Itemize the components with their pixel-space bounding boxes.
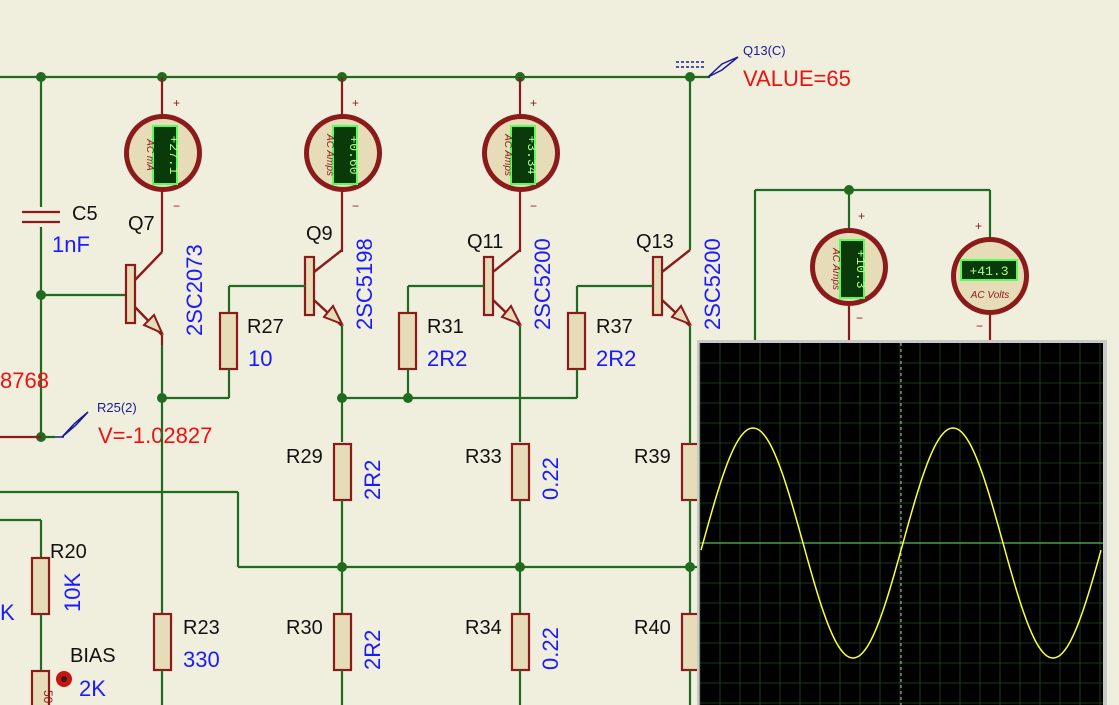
resistor-r29[interactable]: R29 2R2 [286,442,385,614]
q11-name: Q11 [467,231,503,253]
bias-knob-label: 50 [41,690,55,704]
c5-name: C5 [72,203,98,225]
partial-k-label: K [0,600,15,625]
q7-name: Q7 [128,213,155,235]
transistor-q7[interactable]: Q7 2SC2073 [124,213,207,345]
r27-name: R27 [247,316,284,338]
r20-value: 10K [60,573,85,612]
r30-value: 2R2 [360,630,385,670]
svg-text:−: − [530,199,537,213]
r27-value: 10 [248,346,272,371]
meter-q7-reading: +27.1 [166,135,181,174]
r34-name: R34 [465,617,502,639]
r39-name: R39 [634,446,671,468]
meter-q7-unit: AC mA [144,138,155,171]
svg-text:+: + [975,219,982,233]
svg-text:+: + [530,96,537,110]
r37-value: 2R2 [596,346,636,371]
probe-q13c-name: Q13(C) [743,43,786,58]
transistor-q9[interactable]: Q9 2SC5198 [303,223,377,330]
scope-trace [700,427,1102,659]
svg-text:−: − [352,199,359,213]
q13-part: 2SC5200 [700,238,725,330]
probe-r25[interactable]: R25(2) V=-1.02827 [55,400,212,448]
r29-value: 2R2 [360,460,385,500]
r30-name: R30 [286,617,323,639]
r31-name: R31 [427,316,464,338]
potentiometer-bias[interactable]: 50 BIAS 2K [30,645,116,705]
r29-name: R29 [286,446,323,468]
svg-text:−: − [173,199,180,213]
probe-q13c[interactable]: Q13(C) VALUE=65 [676,43,851,91]
r40-name: R40 [634,617,671,639]
r37-name: R37 [596,316,633,338]
meter-output-ammeter[interactable]: +10.3 AC Amps + − [810,209,888,345]
meter-q7-ammeter[interactable]: +27.1 AC mA + − [124,77,202,252]
meter-q11-unit: AC Amps [502,133,513,176]
svg-text:+: + [858,209,865,223]
resistor-r34[interactable]: R34 0.22 [465,612,563,705]
q7-part: 2SC2073 [182,244,207,336]
r23-value: 330 [183,647,220,672]
probe-q13c-value: VALUE=65 [743,66,851,91]
r20-name: R20 [50,541,87,563]
meter-q11-ammeter[interactable]: +3.34 AC Amps + − [482,77,560,252]
resistor-r27[interactable]: R27 10 [218,286,284,398]
probe-r25-name: R25(2) [97,400,137,415]
svg-text:+: + [173,96,180,110]
meter-output-amps-unit: AC Amps [830,247,841,290]
resistor-r30[interactable]: R30 2R2 [286,612,385,705]
resistor-r23[interactable]: R23 330 [152,612,220,705]
meter-output-voltmeter[interactable]: +41.3 AC Volts + − [951,219,1029,345]
r33-value: 0.22 [538,457,563,500]
c5-value: 1nF [52,232,90,257]
meter-q9-reading: +0.60 [346,135,361,174]
r33-name: R33 [465,446,502,468]
meter-output-amps-reading: +10.3 [853,249,868,288]
resistor-r20[interactable]: R20 10K [30,541,87,671]
r23-name: R23 [183,617,220,639]
transistor-q13[interactable]: Q13 2SC5200 [636,231,725,330]
probe-r25-value: V=-1.02827 [98,423,212,448]
q13-name: Q13 [636,231,674,253]
oscilloscope-display[interactable] [697,340,1107,705]
resistor-r37[interactable]: R37 2R2 [566,286,636,398]
svg-text:+: + [352,96,359,110]
r34-value: 0.22 [538,627,563,670]
transistor-q11[interactable]: Q11 2SC5200 [467,231,555,330]
svg-text:−: − [856,311,863,325]
bias-name: BIAS [70,645,116,667]
q9-part: 2SC5198 [352,238,377,330]
resistor-r33[interactable]: R33 0.22 [465,442,563,614]
q9-name: Q9 [306,223,333,245]
svg-text:−: − [976,319,983,333]
capacitor-c5[interactable]: C5 1nF [22,77,98,437]
meter-output-volts-reading: +41.3 [969,264,1008,279]
meter-q11-reading: +3.34 [524,135,539,174]
q11-part: 2SC5200 [530,238,555,330]
meter-output-volts-unit: AC Volts [970,290,1010,301]
bias-value: 2K [79,676,106,701]
meter-q9-unit: AC Amps [324,133,335,176]
meter-q9-ammeter[interactable]: +0.60 AC Amps + − [304,77,382,252]
partial-value-left: 8768 [0,368,49,393]
resistor-r39[interactable]: R39 [634,345,701,614]
resistor-r40[interactable]: R40 [634,612,701,705]
r31-value: 2R2 [427,346,467,371]
resistor-r31[interactable]: R31 2R2 [397,286,467,398]
